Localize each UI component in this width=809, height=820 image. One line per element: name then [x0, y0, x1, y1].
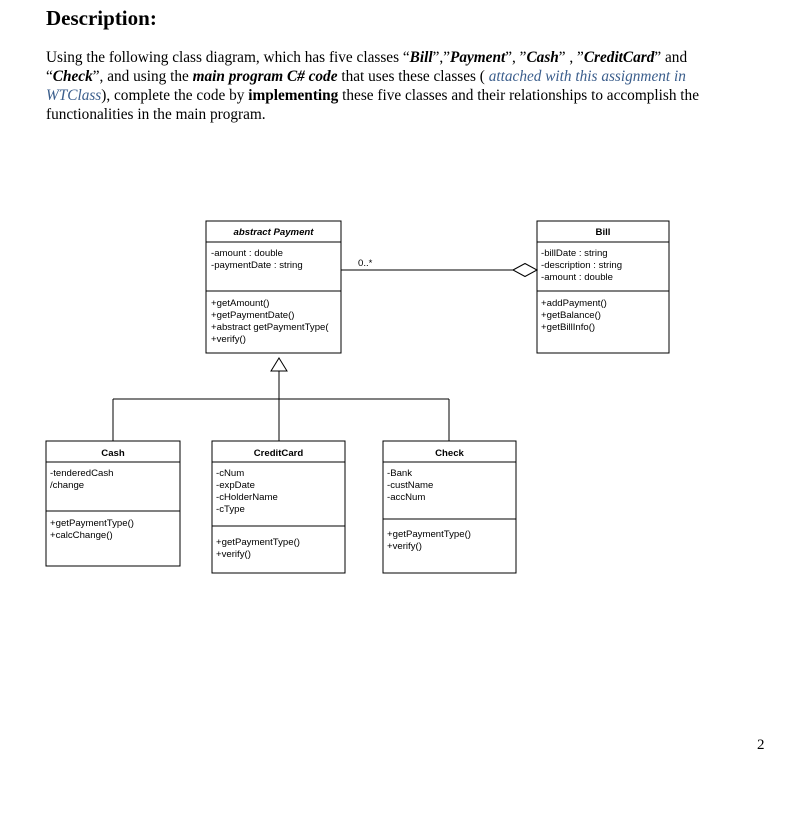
payment-attribute: -amount : double	[211, 248, 283, 259]
aggregation-diamond-icon	[511, 262, 539, 278]
payment-class: abstract Payment -amount : double -payme…	[205, 220, 342, 354]
text-segment: Using the following class diagram, which…	[46, 49, 410, 66]
text-segment: that uses these classes (	[337, 68, 489, 85]
creditcard-attribute: -expDate	[216, 480, 255, 491]
payment-class-title: abstract Payment	[234, 227, 315, 238]
multiplicity-label: 0..*	[358, 258, 373, 269]
aggregation-connector: 0..*	[341, 258, 539, 278]
creditcard-attribute: -cType	[216, 504, 245, 515]
check-attribute: -custName	[387, 480, 433, 491]
class-name-payment: Payment	[450, 49, 506, 66]
description-paragraph: Using the following class diagram, which…	[46, 48, 746, 124]
bill-attribute: -amount : double	[541, 272, 613, 283]
text-segment: ”,”	[432, 49, 450, 66]
text-segment: these five classes and their relationshi…	[46, 87, 699, 123]
inheritance-triangle-icon	[270, 357, 288, 372]
check-method: +verify()	[387, 541, 422, 552]
check-class: Check -Bank -custName -accNum +getPaymen…	[382, 440, 517, 574]
section-heading: Description:	[46, 6, 157, 30]
bill-method: +getBalance()	[541, 310, 601, 321]
payment-method: +getAmount()	[211, 298, 269, 309]
creditcard-class-title: CreditCard	[254, 448, 304, 459]
text-segment: ”, ”	[505, 49, 527, 66]
cash-attribute: -tenderedCash	[50, 468, 113, 479]
class-name-creditcard: CreditCard	[583, 49, 655, 66]
payment-method: +getPaymentDate()	[211, 310, 294, 321]
bill-class: Bill -billDate : string -description : s…	[536, 220, 670, 354]
cash-method: +getPaymentType()	[50, 518, 134, 529]
cash-method: +calcChange()	[50, 530, 113, 541]
text-segment: ”, and using the	[92, 68, 193, 85]
check-attribute: -accNum	[387, 492, 425, 503]
page-number: 2	[757, 737, 765, 753]
text-segment: ” and “	[46, 49, 688, 85]
text-segment: ” , ”	[558, 49, 584, 66]
class-name-bill: Bill	[409, 49, 433, 66]
class-name-cash: Cash	[526, 49, 559, 66]
cash-attribute: /change	[50, 480, 84, 491]
bill-method: +getBillInfo()	[541, 322, 595, 333]
implementing-emphasis: implementing	[248, 87, 339, 104]
text-segment: ), complete the code by	[101, 87, 249, 104]
creditcard-attribute: -cHolderName	[216, 492, 278, 503]
inheritance-connector	[112, 357, 450, 441]
class-name-check: Check	[52, 68, 93, 85]
check-method: +getPaymentType()	[387, 529, 471, 540]
payment-attribute: -paymentDate : string	[211, 260, 303, 271]
payment-method: +abstract getPaymentType(	[211, 322, 329, 333]
creditcard-method: +verify()	[216, 549, 251, 560]
cash-class: Cash -tenderedCash /change +getPaymentTy…	[45, 440, 181, 567]
creditcard-attribute: -cNum	[216, 468, 244, 479]
check-class-title: Check	[435, 448, 464, 459]
bill-class-title: Bill	[596, 227, 611, 238]
creditcard-class: CreditCard -cNum -expDate -cHolderName -…	[211, 440, 346, 574]
bill-attribute: -description : string	[541, 260, 622, 271]
main-program-emphasis: main program C# code	[192, 68, 338, 85]
check-attribute: -Bank	[387, 468, 412, 479]
bill-attribute: -billDate : string	[541, 248, 608, 259]
bill-method: +addPayment()	[541, 298, 607, 309]
attachment-note: attached with this assignment in WTClass	[46, 68, 686, 104]
payment-method: +verify()	[211, 334, 246, 345]
cash-class-title: Cash	[101, 448, 125, 459]
creditcard-method: +getPaymentType()	[216, 537, 300, 548]
